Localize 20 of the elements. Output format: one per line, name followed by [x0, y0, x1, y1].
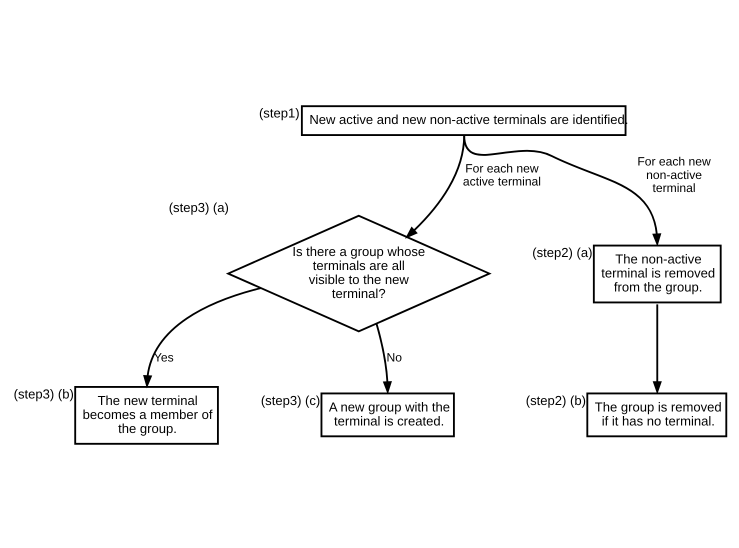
arrow	[143, 286, 261, 388]
arrow	[463, 134, 662, 246]
node-box: The new terminal becomes a member of the group.	[74, 385, 219, 444]
arrow	[652, 304, 662, 394]
node-box: A new group with the terminal is created.	[320, 392, 455, 437]
node-label: (step2) (b)	[526, 392, 586, 408]
edge-label: No	[386, 350, 402, 364]
edge-label: For each new active terminal	[462, 160, 541, 188]
node-label: (step3) (b)	[14, 386, 74, 401]
arrow	[376, 322, 392, 394]
node-box: The group is removed if it has no terminal.	[586, 392, 728, 437]
arrow	[405, 134, 466, 238]
node-label: (step1)	[258, 105, 300, 120]
node-label: (step3) (a)	[168, 200, 229, 215]
edge-label: Yes	[154, 350, 174, 364]
node-label: (step3) (c)	[260, 392, 320, 408]
node-label: (step2) (a)	[532, 244, 592, 260]
edge-label: For each new non-active terminal	[637, 154, 711, 194]
node-box: The non-active terminal is removed from the group.	[592, 244, 722, 303]
node-diamond: Is there a group whose terminals are all visible to the new terminal?	[226, 214, 492, 332]
